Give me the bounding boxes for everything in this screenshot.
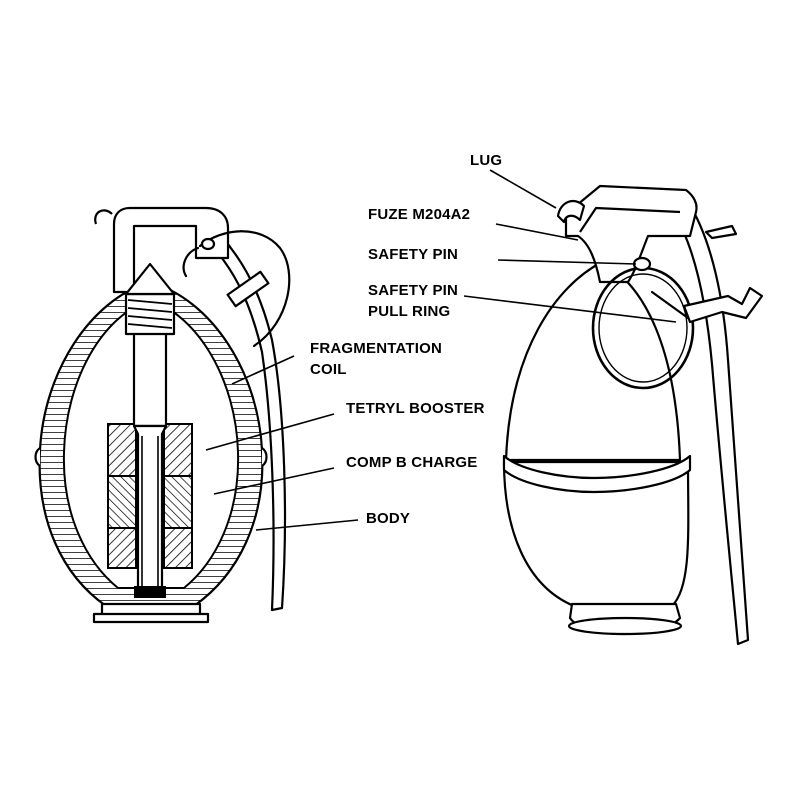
- exterior-lug: [556, 199, 586, 224]
- label-tetryl-booster: TETRYL BOOSTER: [346, 400, 485, 417]
- label-fuze: FUZE M204A2: [368, 206, 471, 223]
- safety-pull-ring-left: [198, 230, 291, 348]
- cutaway-grenade: [34, 206, 291, 624]
- label-frag-line1: FRAGMENTATION: [310, 340, 443, 357]
- comp-b-blocks: [107, 423, 193, 569]
- fuze-tube: [132, 328, 168, 428]
- label-fragmentation-coil: FRAGMENTATION COIL: [310, 338, 442, 380]
- exterior-grenade: [502, 184, 764, 646]
- detonator: [134, 586, 166, 598]
- exterior-body-upper: [504, 260, 682, 462]
- label-lug: LUG: [470, 152, 503, 169]
- exterior-fuze: [564, 184, 698, 284]
- label-body: BODY: [366, 510, 411, 527]
- label-pull-ring-line1: SAFETY PIN: [368, 282, 459, 299]
- label-frag-line2: COIL: [310, 361, 347, 378]
- cutaway-lever: [194, 213, 287, 612]
- leader-lines: [205, 169, 677, 531]
- body-seam: [502, 454, 692, 494]
- fuze-head: [112, 206, 230, 294]
- label-pull-ring-line2: PULL RING: [368, 303, 451, 320]
- label-comp-b-charge: COMP B CHARGE: [346, 454, 478, 471]
- label-safety-pin: SAFETY PIN: [368, 246, 459, 263]
- label-pull-ring: SAFETY PIN PULL RING: [368, 280, 458, 322]
